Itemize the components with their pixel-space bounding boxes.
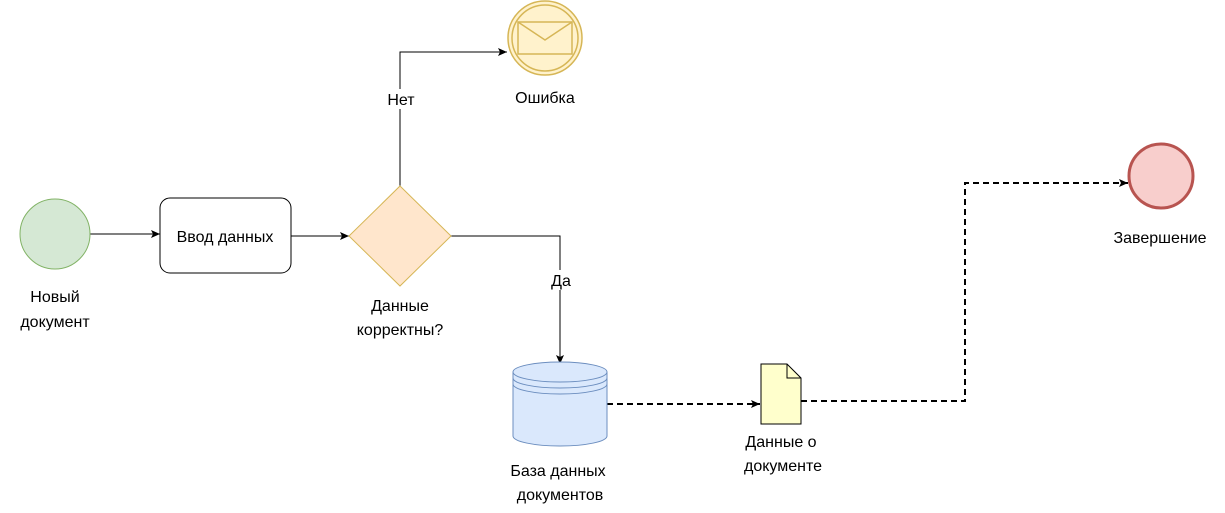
database-top [512,361,608,383]
error-event-inner-circle [511,4,579,72]
database-label-line-1: База данных [510,463,605,480]
database-documents[interactable] [512,361,608,447]
error-event[interactable] [507,0,583,76]
task-label: Ввод данных [177,229,274,246]
data-object-label-line-1: Данные о [745,434,816,451]
start-event-circle [19,198,91,270]
data-object-document[interactable] [760,363,802,425]
database-ring-1 [512,377,608,389]
edge-gateway-to-database[interactable] [451,235,564,364]
edge-label-yes: Да [551,273,571,290]
start-event-label-line-2: документ [20,314,90,331]
envelope-icon [517,21,573,55]
data-object-label-line-2: документе [744,458,822,475]
end-event-label: Завершение [1113,230,1206,247]
edge-label-no: Нет [387,92,415,109]
edge-gateway-to-error[interactable] [399,48,507,186]
database-label-line-2: документов [517,487,604,504]
gateway-label-line-1: Данные [371,298,429,315]
database-body [512,372,608,447]
edge-data-object-to-end[interactable] [801,179,1128,402]
gateway-data-valid[interactable] [348,185,452,287]
start-event[interactable] [19,198,91,270]
task-data-entry[interactable]: Ввод данных [159,197,292,274]
gateway-diamond [348,185,452,287]
end-event-circle [1127,142,1195,210]
database-ring-2 [512,383,608,395]
data-object-fold [786,364,801,379]
start-event-label-line-1: Новый [30,289,79,306]
gateway-label-line-2: корректны? [357,322,444,339]
end-event[interactable] [1127,142,1195,210]
data-object-shape [760,363,802,425]
task-box [159,197,292,274]
error-event-label: Ошибка [515,90,575,107]
